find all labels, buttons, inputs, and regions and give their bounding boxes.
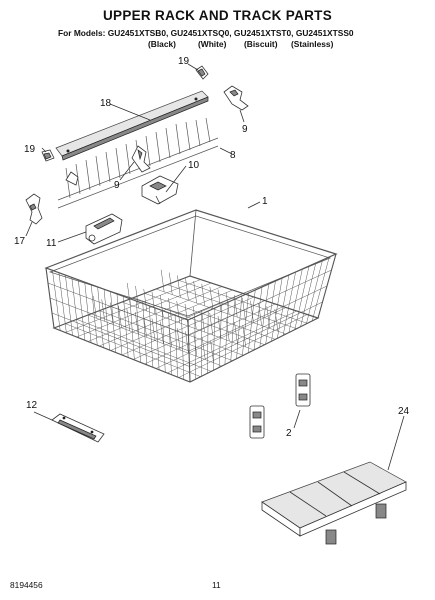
part-19-endcap-left: [41, 149, 55, 162]
rack-wire: [169, 272, 173, 295]
rack-wire: [258, 303, 262, 326]
page-number: 11: [212, 580, 221, 590]
part-9-clip-top-right: [223, 85, 249, 111]
rack-wire: [210, 340, 214, 363]
rack-wire: [168, 297, 172, 321]
part-10-adjuster: [141, 175, 179, 205]
part-1-upper-rack: [44, 209, 338, 383]
rack-wire: [226, 318, 230, 342]
rack-wire: [176, 328, 181, 351]
rack-wire: [184, 303, 189, 327]
rack-wire: [193, 334, 198, 357]
rack-wire: [201, 283, 205, 306]
rack-wire: [178, 314, 308, 378]
rack-wire: [209, 312, 213, 336]
part-18-rail: [55, 90, 209, 161]
callout-12: 12: [26, 400, 38, 411]
rack-wire: [217, 289, 222, 312]
callout-17: 17: [14, 236, 26, 247]
callout-9-top: 9: [242, 124, 248, 135]
variant-white: (White): [198, 39, 227, 49]
rack-wire: [234, 321, 238, 345]
leader-lines: [25, 63, 405, 471]
part-2-roller-a: [295, 373, 311, 407]
rack-wire: [133, 297, 265, 345]
part-12-track-bracket: [51, 413, 105, 443]
part-19-endcap-top: [195, 65, 209, 80]
callout-8: 8: [230, 150, 236, 161]
part-9-clip-middle: [131, 145, 151, 173]
rack-wire: [193, 281, 197, 304]
callout-19-top: 19: [178, 56, 190, 67]
rack-wire: [217, 315, 222, 339]
rack-wire: [143, 288, 147, 312]
part-24-cutlery-tray: [261, 461, 407, 545]
callout-18: 18: [100, 98, 112, 109]
part-17-side-clip: [25, 193, 43, 225]
rack-wire: [176, 300, 180, 324]
rack-wire: [242, 324, 246, 348]
rack-wire: [188, 269, 332, 336]
part-11-roller-bracket: [85, 213, 123, 245]
part-number: 8194456: [10, 580, 43, 590]
callout-24: 24: [398, 406, 410, 417]
callout-10: 10: [188, 160, 200, 171]
variant-black: (Black): [148, 39, 176, 49]
rack-wire: [250, 300, 254, 323]
callout-2: 2: [286, 428, 292, 439]
rack-wire: [160, 294, 164, 318]
callout-1: 1: [262, 196, 268, 207]
part-9-clip-left: [65, 171, 79, 186]
rack-wire: [135, 285, 139, 309]
rack-wire: [127, 282, 131, 306]
variant-biscuit: (Biscuit): [244, 39, 278, 49]
rack-wire: [209, 286, 214, 309]
rack-wire: [160, 269, 165, 292]
rack-wire: [185, 331, 189, 354]
rack-wire: [185, 278, 189, 301]
rack-wire: [274, 309, 279, 332]
models-line: For Models: GU2451XTSB0, GU2451XTSQ0, GU…: [58, 28, 354, 38]
rack-wire: [202, 337, 206, 360]
rack-wire: [242, 297, 246, 320]
page-title: UPPER RACK AND TRACK PARTS: [102, 8, 333, 23]
rack-wire: [47, 282, 189, 336]
rack-wire: [51, 312, 190, 367]
callout-9-mid: 9: [114, 180, 120, 191]
rack-wire: [177, 275, 181, 298]
rack-wire: [225, 292, 230, 315]
rack-wire: [193, 306, 197, 330]
part-8-tine-row: [57, 117, 219, 209]
rack-wire: [49, 297, 190, 352]
variant-stainless: (Stainless): [291, 39, 334, 49]
rack-wire: [93, 296, 97, 319]
rack-wire: [266, 306, 270, 329]
rack-wire: [151, 291, 156, 315]
callout-11: 11: [46, 238, 57, 249]
part-2-roller-b: [249, 405, 265, 439]
rack-wire: [189, 301, 323, 367]
rack-wire: [167, 310, 297, 374]
rack-wire: [188, 285, 328, 352]
callout-19-left: 19: [24, 144, 36, 155]
